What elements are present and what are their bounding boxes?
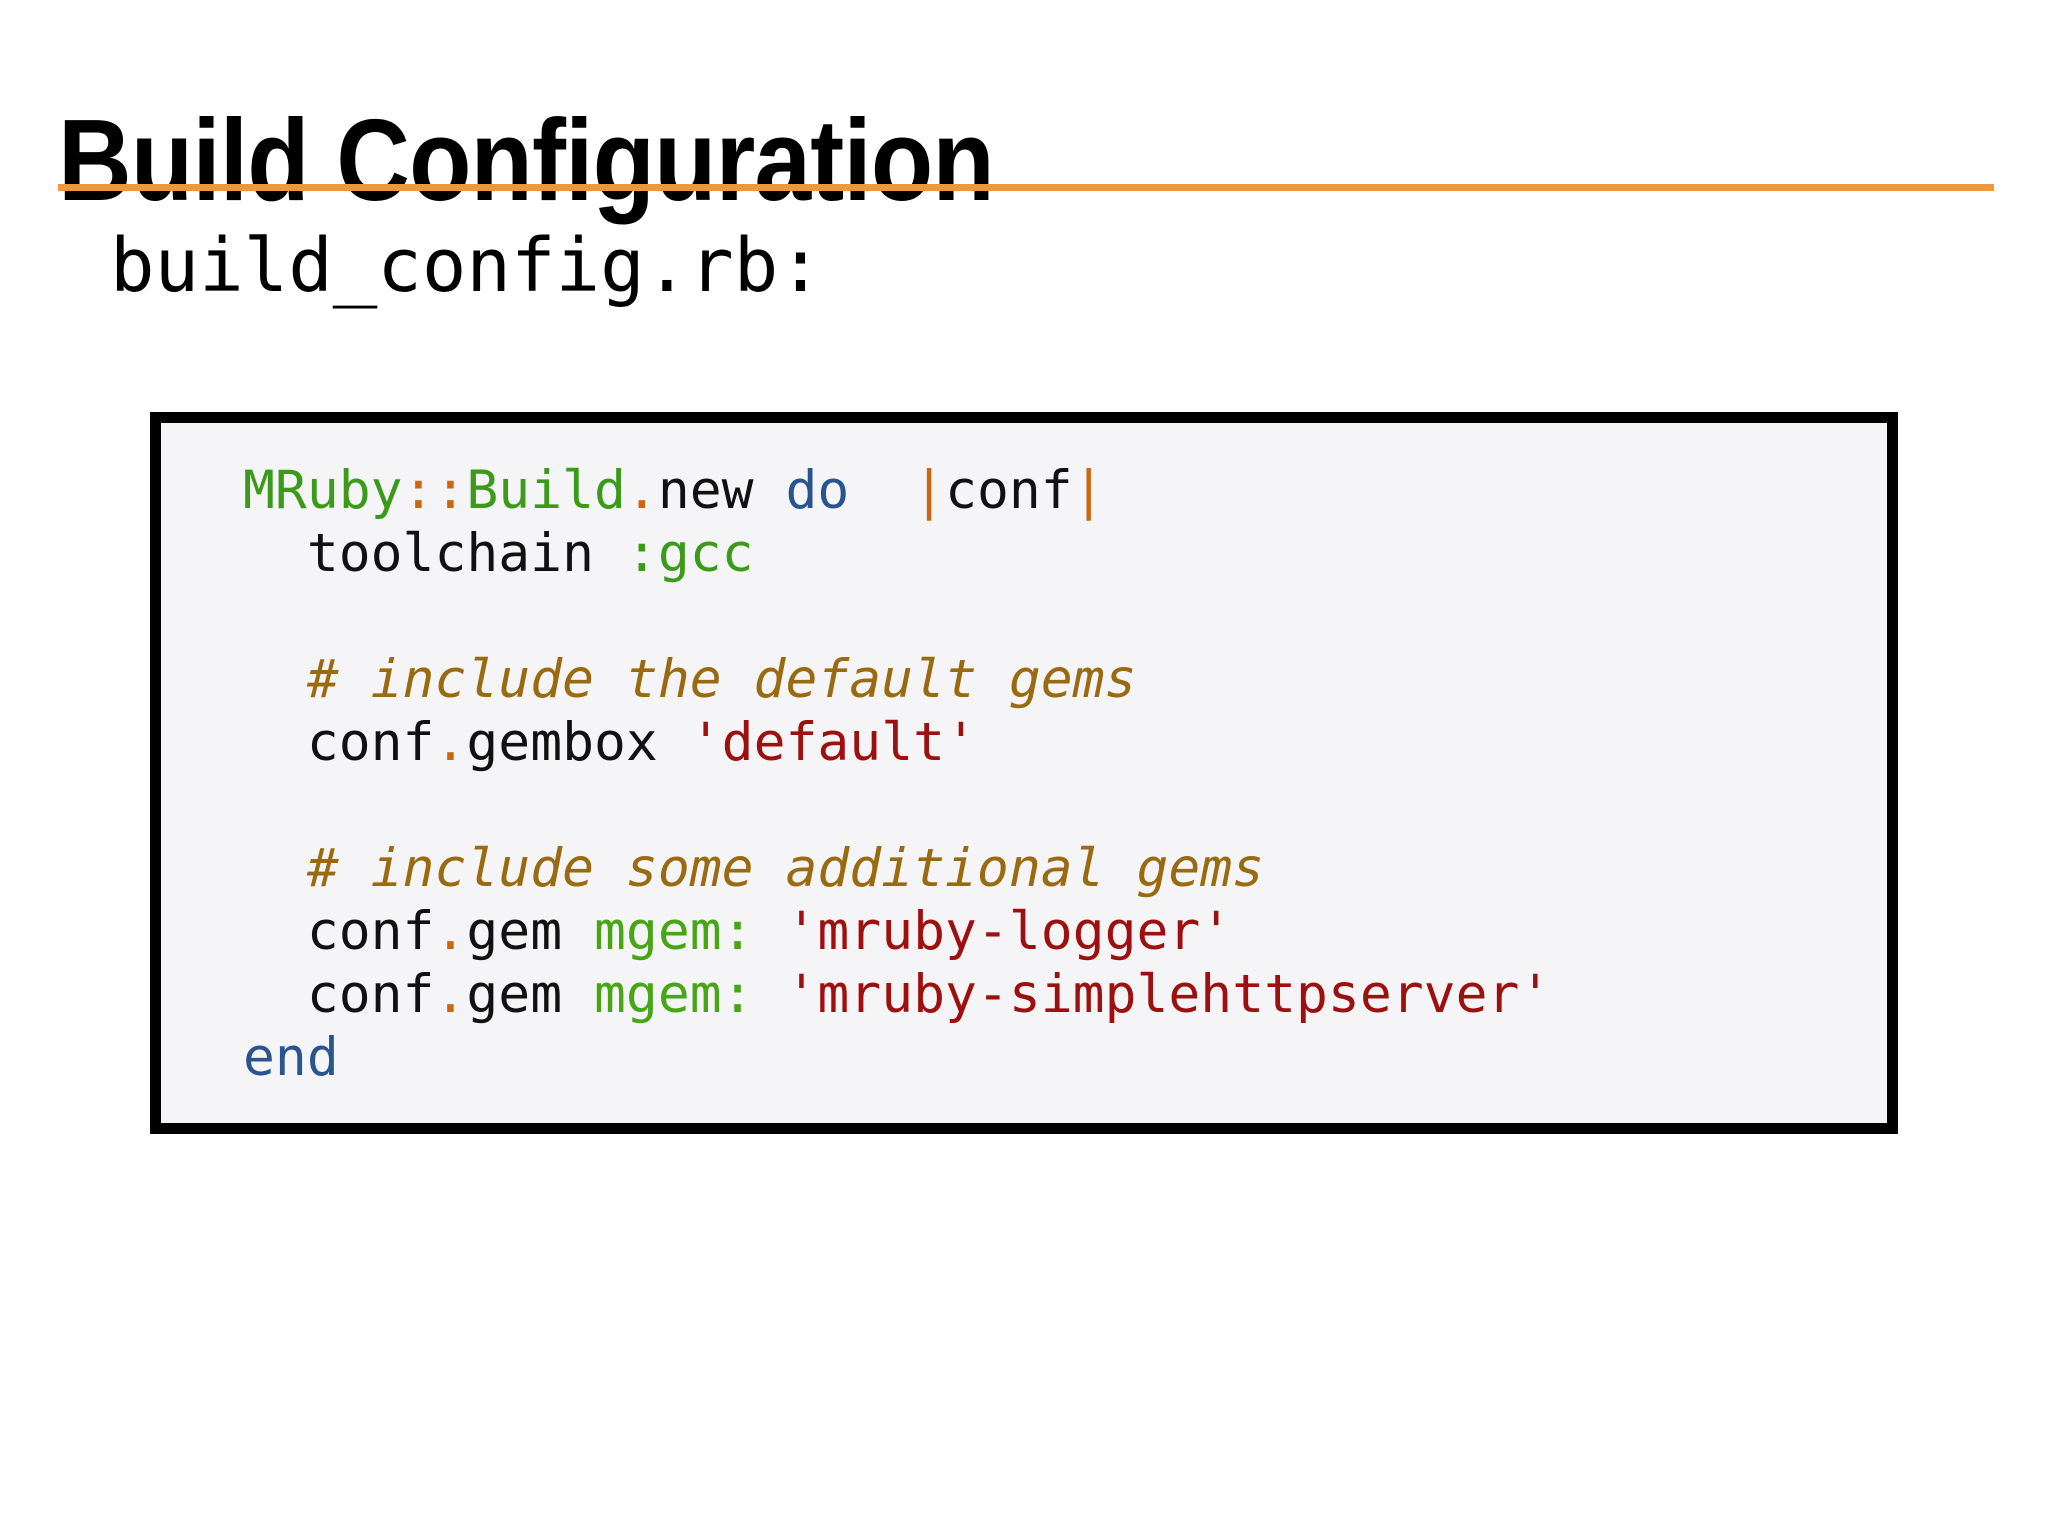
- code-token-plain: conf: [243, 964, 435, 1025]
- code-line: [243, 585, 1887, 648]
- code-token-plain: conf: [243, 712, 435, 773]
- code-token-plain: new: [657, 460, 786, 521]
- code-token-plain: [243, 838, 307, 899]
- code-line: toolchain :gcc: [243, 522, 1887, 585]
- code-token-plain: conf: [945, 460, 1073, 521]
- code-token-kw: do: [785, 460, 850, 521]
- code-token-kw: end: [243, 1027, 339, 1088]
- code-token-op: ::: [402, 460, 467, 521]
- page-title: Build Configuration: [58, 94, 995, 225]
- code-line: # include the default gems: [243, 648, 1887, 711]
- code-token-op: .: [434, 901, 467, 962]
- code-token-plain: [754, 964, 786, 1025]
- title-divider-rule: [58, 184, 1994, 191]
- code-line: conf.gembox 'default': [243, 711, 1887, 774]
- code-token-op: .: [434, 964, 467, 1025]
- code-token-const: MRuby: [243, 460, 403, 521]
- code-token-plain: conf: [243, 901, 435, 962]
- code-token-plain: toolchain: [243, 523, 626, 584]
- filename-label: build_config.rb:: [110, 223, 823, 309]
- code-token-op: |: [1072, 460, 1105, 521]
- code-token-str: 'mruby-simplehttpserver': [785, 964, 1552, 1025]
- code-line: conf.gem mgem: 'mruby-logger': [243, 900, 1887, 963]
- code-token-op: .: [625, 460, 658, 521]
- code-token-const: Build: [466, 460, 626, 521]
- code-token-str: 'default': [689, 712, 977, 773]
- code-token-op: .: [434, 712, 467, 773]
- code-token-comment: # include the default gems: [306, 649, 1137, 710]
- code-token-label: mgem:: [594, 964, 754, 1025]
- code-line: MRuby::Build.new do |conf|: [243, 459, 1887, 522]
- code-token-op: |: [913, 460, 946, 521]
- code-line: end: [243, 1026, 1887, 1089]
- code-token-sym: :gcc: [625, 523, 754, 584]
- code-token-plain: [243, 649, 307, 710]
- code-token-plain: [754, 901, 786, 962]
- code-line: # include some additional gems: [243, 837, 1887, 900]
- code-line: conf.gem mgem: 'mruby-simplehttpserver': [243, 963, 1887, 1026]
- code-token-plain: gembox: [466, 712, 690, 773]
- code-token-label: mgem:: [594, 901, 754, 962]
- code-lines-container: MRuby::Build.new do |conf| toolchain :gc…: [243, 459, 1887, 1123]
- code-block: MRuby::Build.new do |conf| toolchain :gc…: [150, 412, 1898, 1134]
- code-token-str: 'mruby-logger': [785, 901, 1233, 962]
- code-token-comment: # include some additional gems: [306, 838, 1265, 899]
- code-line: [243, 774, 1887, 837]
- code-token-plain: [849, 460, 913, 521]
- code-token-plain: gem: [466, 901, 595, 962]
- code-token-plain: gem: [466, 964, 595, 1025]
